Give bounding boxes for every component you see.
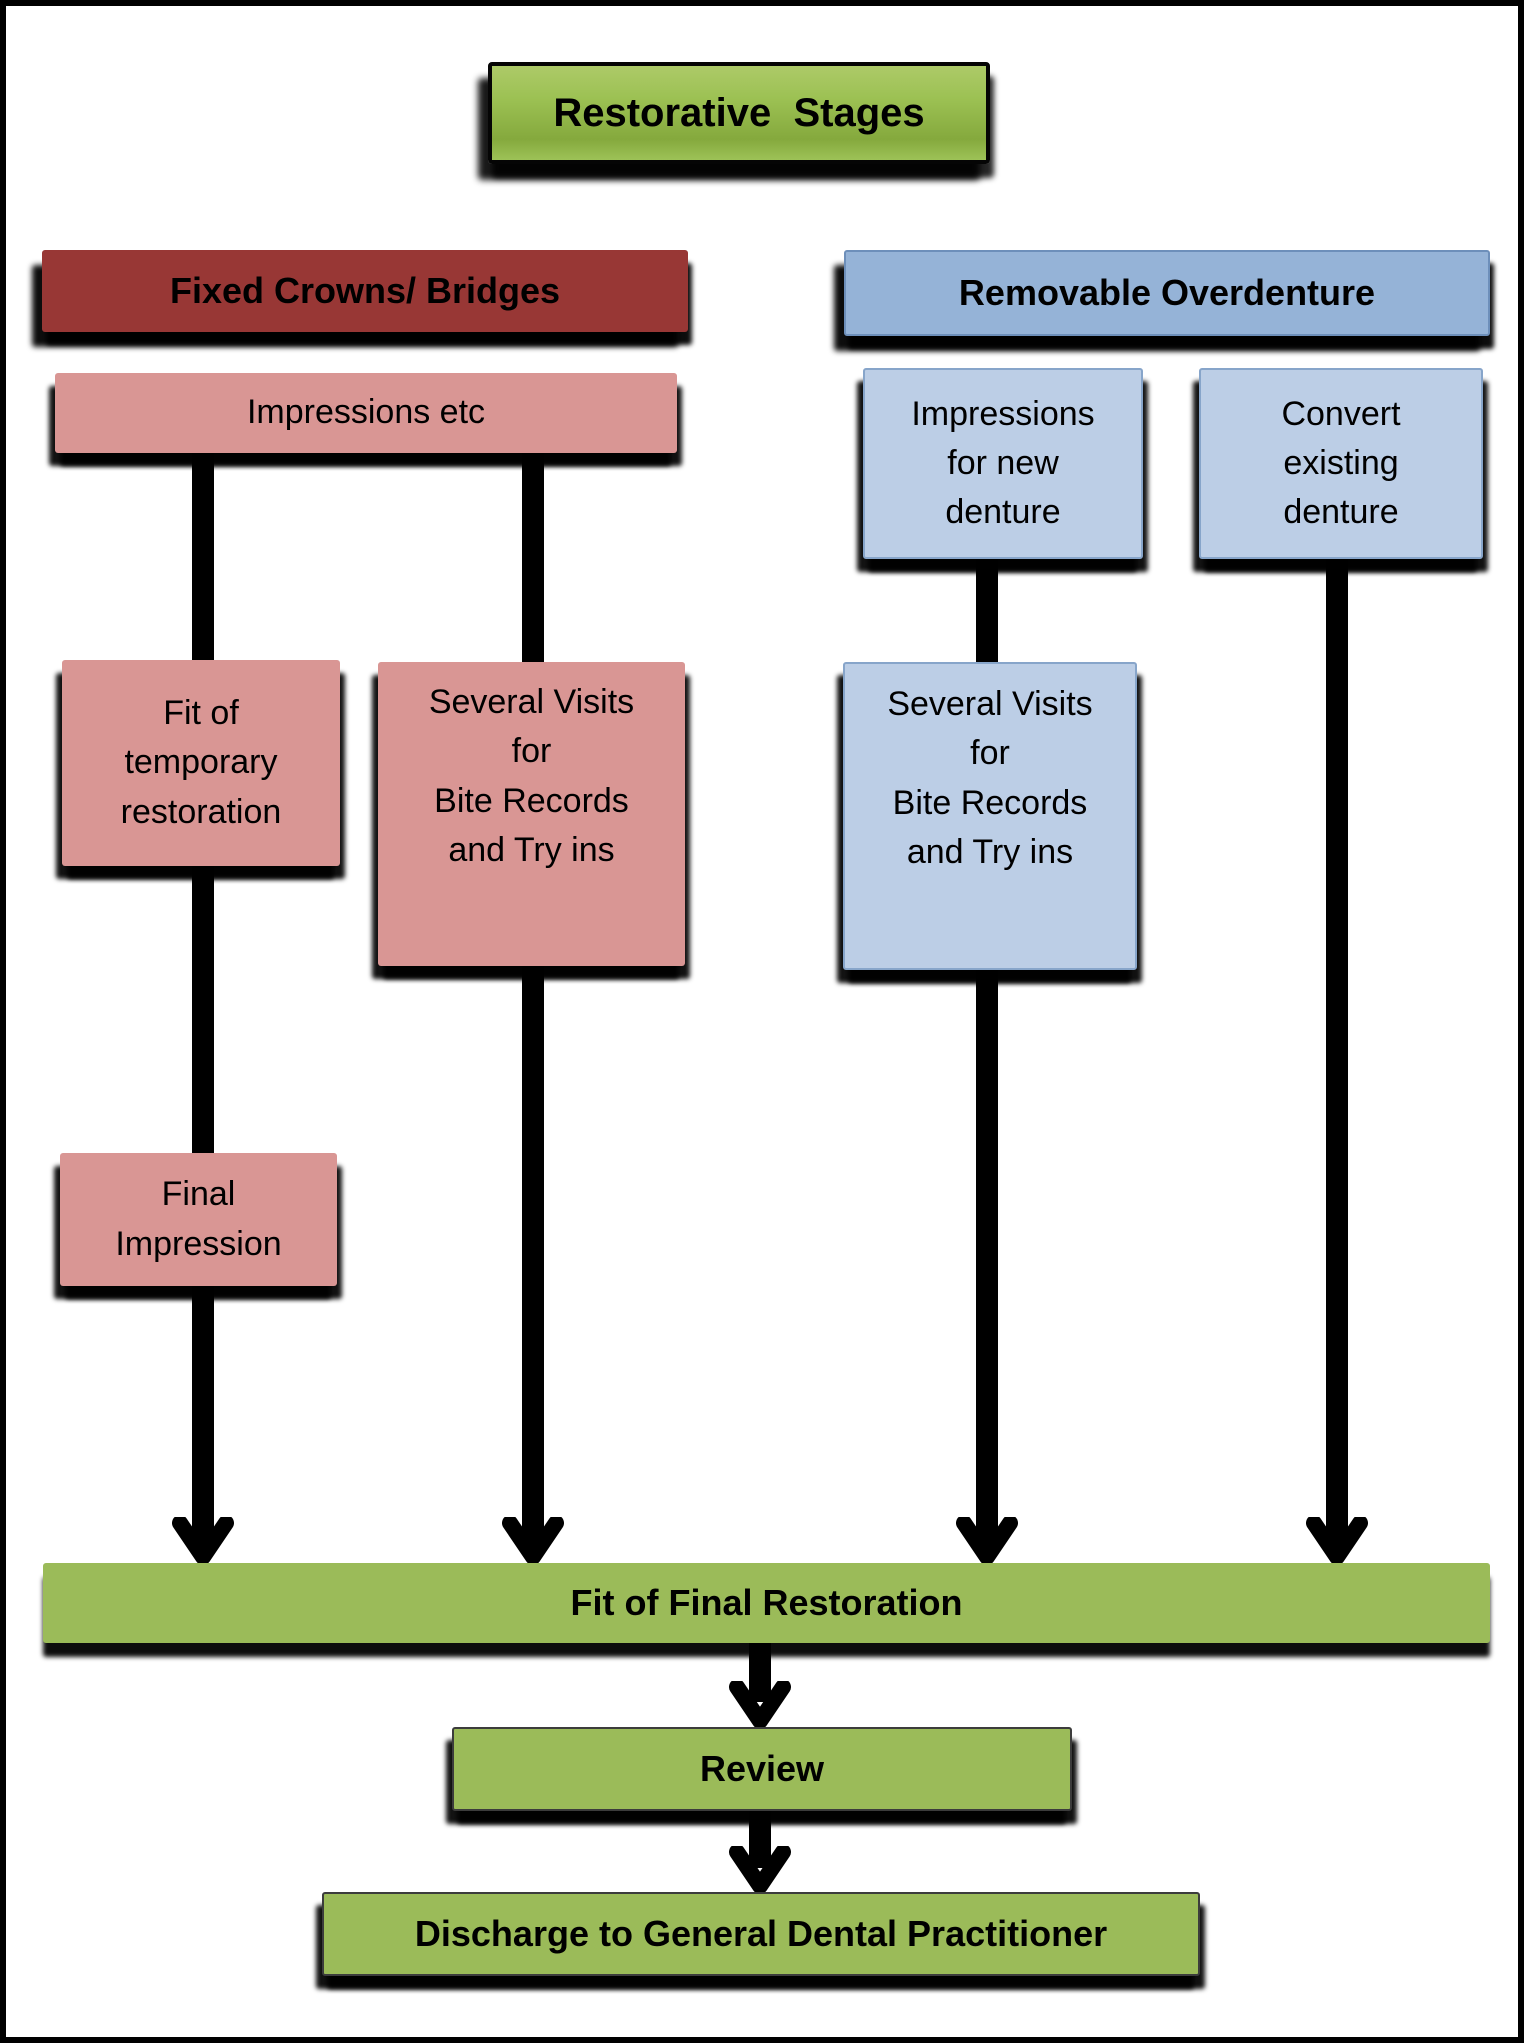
arrowhead-icon	[172, 1517, 234, 1565]
step-fit-of-temporary-restoration: Fit of temporary restoration	[62, 660, 340, 866]
branch-header-fixed-crowns-bridges: Fixed Crowns/ Bridges	[42, 250, 688, 332]
diagram-title: Restorative Stages	[488, 62, 990, 164]
connector-fixed-right	[522, 450, 544, 1545]
connector-fitfinal-review	[749, 1640, 771, 1702]
step-several-visits-fixed: Several Visits for Bite Records and Try …	[378, 662, 685, 966]
arrowhead-icon	[956, 1517, 1018, 1565]
step-fit-of-final-restoration: Fit of Final Restoration	[43, 1563, 1490, 1643]
connector-fixed-left	[192, 450, 214, 1545]
step-convert-existing-denture: Convert existing denture	[1199, 368, 1483, 559]
step-discharge-to-gdp: Discharge to General Dental Practitioner	[322, 1892, 1200, 1976]
arrowhead-icon	[729, 1681, 791, 1729]
connector-removable-right	[1326, 548, 1348, 1545]
step-impressions-for-new-denture: Impressions for new denture	[863, 368, 1143, 559]
connector-review-discharge	[749, 1804, 771, 1868]
step-final-impression: Final Impression	[60, 1153, 337, 1286]
arrowhead-icon	[1306, 1517, 1368, 1565]
step-impressions-etc: Impressions etc	[55, 373, 677, 453]
arrowhead-icon	[502, 1517, 564, 1565]
branch-header-removable-overdenture: Removable Overdenture	[844, 250, 1490, 336]
step-review: Review	[452, 1727, 1072, 1811]
step-several-visits-removable: Several Visits for Bite Records and Try …	[843, 662, 1137, 970]
arrowhead-icon	[729, 1846, 791, 1894]
